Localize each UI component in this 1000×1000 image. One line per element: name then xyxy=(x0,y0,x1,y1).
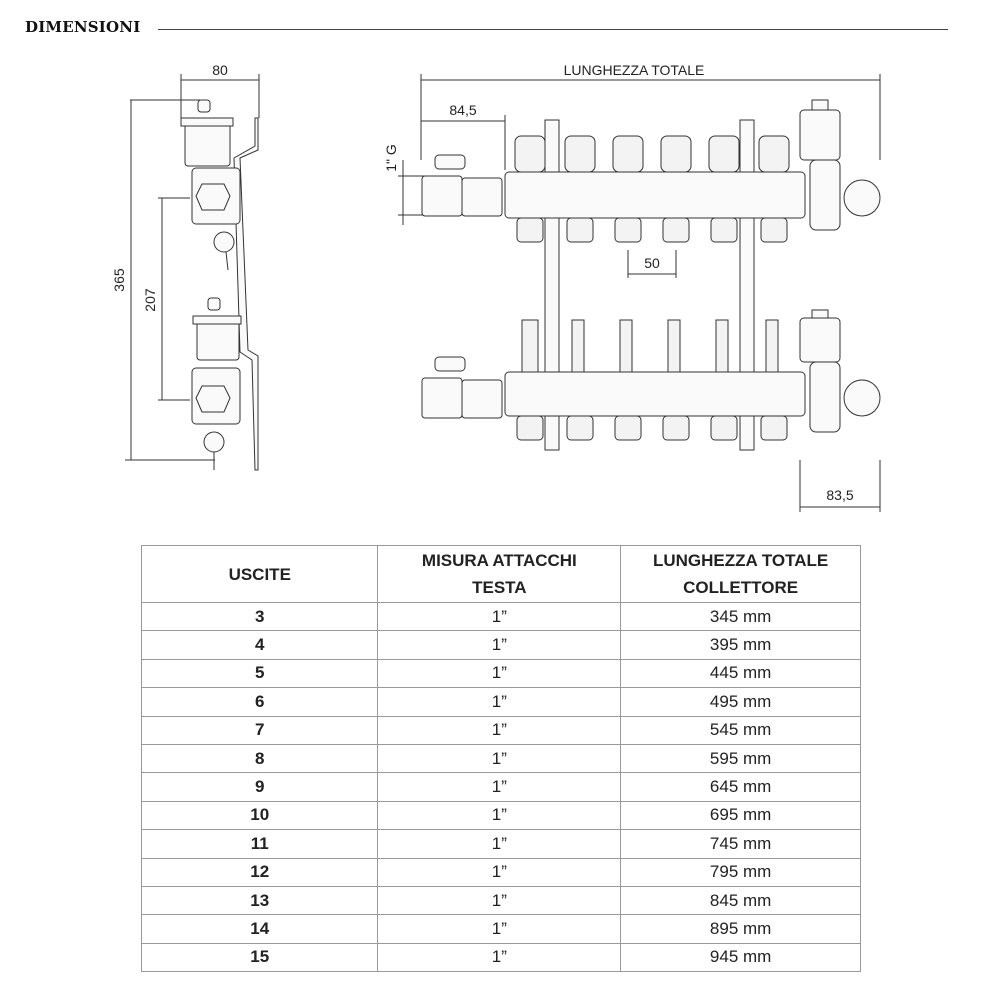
cell-lunghezza: 645 mm xyxy=(620,772,861,802)
cell-uscite: 5 xyxy=(140,658,379,689)
dim-label-83-5: 83,5 xyxy=(826,487,853,503)
dimensions-table: USCITE MISURA ATTACCHI TESTA LUNGHEZZA T… xyxy=(140,545,861,973)
title-divider xyxy=(158,29,948,30)
cell-lunghezza: 545 mm xyxy=(620,715,861,745)
dim-label-1g: 1" G xyxy=(383,144,399,172)
cell-misura: 1” xyxy=(377,885,622,916)
dim-total-length xyxy=(420,74,881,160)
table-header-row: USCITE MISURA ATTACCHI TESTA LUNGHEZZA T… xyxy=(140,545,861,603)
cell-lunghezza: 595 mm xyxy=(620,743,861,774)
cell-lunghezza: 745 mm xyxy=(620,829,861,859)
cell-lunghezza: 395 mm xyxy=(620,630,861,660)
cell-lunghezza: 345 mm xyxy=(620,601,861,632)
cell-misura: 1” xyxy=(377,687,622,717)
dim-207 xyxy=(158,197,190,401)
dim-1g xyxy=(398,160,425,225)
cell-uscite: 9 xyxy=(140,772,379,802)
dim-label-365: 365 xyxy=(111,268,127,292)
manifold-dimension-drawing: 80 365 207 LUNGHEZZA TOTALE 84,5 1" G 50… xyxy=(111,62,881,512)
header-uscite: USCITE xyxy=(140,545,379,603)
dim-label-84-5: 84,5 xyxy=(449,102,476,118)
cell-misura: 1” xyxy=(377,800,622,831)
cell-uscite: 14 xyxy=(140,914,379,944)
front-view-manifold xyxy=(421,99,881,451)
cell-uscite: 15 xyxy=(140,942,379,973)
cell-uscite: 13 xyxy=(140,885,379,916)
cell-misura: 1” xyxy=(377,630,622,660)
cell-misura: 1” xyxy=(377,914,622,944)
cell-lunghezza: 795 mm xyxy=(620,857,861,887)
cell-misura: 1” xyxy=(377,601,622,632)
cell-uscite: 7 xyxy=(140,715,379,745)
cell-misura: 1” xyxy=(377,772,622,802)
cell-lunghezza: 495 mm xyxy=(620,687,861,717)
cell-misura: 1” xyxy=(377,942,622,973)
dim-365 xyxy=(125,99,215,461)
cell-misura: 1” xyxy=(377,658,622,689)
dim-label-50: 50 xyxy=(644,255,660,271)
cell-uscite: 8 xyxy=(140,743,379,774)
cell-uscite: 11 xyxy=(140,829,379,859)
cell-lunghezza: 845 mm xyxy=(620,885,861,916)
cell-lunghezza: 945 mm xyxy=(620,942,861,973)
cell-uscite: 4 xyxy=(140,630,379,660)
outlet-valves xyxy=(514,135,790,441)
cell-lunghezza: 895 mm xyxy=(620,914,861,944)
dim-83-5 xyxy=(799,460,881,512)
dim-80 xyxy=(180,74,260,118)
section-title: DIMENSIONI xyxy=(25,18,141,36)
header-misura-attacchi: MISURA ATTACCHI TESTA xyxy=(377,545,622,603)
cell-misura: 1” xyxy=(377,743,622,774)
cell-lunghezza: 695 mm xyxy=(620,800,861,831)
dim-label-80: 80 xyxy=(212,62,228,78)
cell-misura: 1” xyxy=(377,857,622,887)
cell-uscite: 6 xyxy=(140,687,379,717)
dim-label-207: 207 xyxy=(142,288,158,312)
side-view-manifold xyxy=(180,99,259,471)
cell-misura: 1” xyxy=(377,829,622,859)
cell-misura: 1” xyxy=(377,715,622,745)
dim-50 xyxy=(627,250,677,278)
cell-lunghezza: 445 mm xyxy=(620,658,861,689)
cell-uscite: 10 xyxy=(140,800,379,831)
header-lunghezza-totale: LUNGHEZZA TOTALE COLLETTORE xyxy=(620,545,861,603)
dim-label-total-length: LUNGHEZZA TOTALE xyxy=(564,62,705,78)
cell-uscite: 12 xyxy=(140,857,379,887)
dim-84-5 xyxy=(421,115,506,170)
cell-uscite: 3 xyxy=(140,601,379,632)
